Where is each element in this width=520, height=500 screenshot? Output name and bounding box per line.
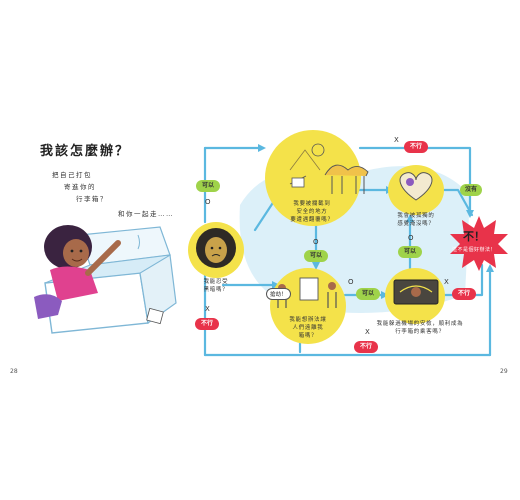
inspect-caption-2: 行李箱的乘客嗎？ — [395, 329, 445, 335]
girl-suitcase-illustration — [34, 225, 177, 334]
start-face-illustration — [196, 228, 236, 268]
o-mark-4: O — [408, 234, 414, 242]
pill-yes-1: 可以 — [196, 180, 220, 192]
crowd-caption-1: 我能想辦法讓 — [289, 317, 327, 323]
end-title: 不！ — [463, 230, 485, 243]
pill-yes-2: 可以 — [304, 250, 328, 262]
heart-caption-2: 感覺淹沒嗎？ — [397, 221, 435, 227]
heart-caption-1: 我會被孤獨的 — [397, 213, 435, 219]
suitcase-xray-illustration — [393, 279, 439, 305]
page-number-right: 29 — [500, 368, 508, 375]
pill-yes-3: 可以 — [356, 288, 380, 300]
o-mark-1: O — [205, 198, 211, 206]
start-caption-2: 黑暗嗎？ — [203, 287, 229, 293]
x-mark-2: X — [394, 136, 399, 144]
speech-bubble: 搶劫！ — [266, 288, 291, 300]
left-text-line-3: 行李箱？ — [76, 195, 108, 203]
heart-illustration — [399, 172, 433, 201]
start-caption-1: 我能忍受 — [203, 279, 229, 285]
pill-no-4: 不行 — [354, 341, 378, 353]
desert-caption-3: 要遭遇翻覆嗎？ — [290, 217, 334, 223]
with-you-text: 和你一起走…… — [118, 210, 174, 218]
question-title: 我該怎麼辦？ — [40, 144, 131, 159]
left-text-line-2: 寄進你的 — [64, 183, 96, 191]
end-subtitle: 這不是個好辦法！ — [452, 247, 497, 253]
left-text-line-1: 把自己打包 — [52, 171, 92, 179]
pill-no-3: 不行 — [452, 288, 476, 300]
o-mark-3: O — [348, 278, 354, 286]
o-mark-2: O — [313, 238, 319, 246]
x-mark-1: X — [205, 305, 210, 313]
inspect-caption-1: 我能躲過機場的安檢，順利成為 — [376, 321, 464, 327]
pill-no-2: 不行 — [404, 141, 428, 153]
crowd-caption-2: 人們遠離我 — [292, 325, 324, 331]
desert-node — [265, 130, 361, 226]
camel-illustration — [289, 143, 369, 194]
end-burst — [450, 216, 508, 271]
pill-no-1: 不行 — [195, 318, 219, 330]
desert-caption-1: 我要被攔截到 — [293, 201, 331, 207]
desert-caption-2: 安全的地方 — [296, 209, 328, 215]
page-number-left: 28 — [10, 368, 18, 375]
pill-yes-4: 可以 — [398, 246, 422, 258]
x-mark-4: X — [365, 328, 370, 336]
crowd-caption-3: 箱嗎？ — [298, 333, 318, 339]
pill-none: 沒有 — [460, 184, 482, 196]
x-mark-3: X — [444, 278, 449, 286]
